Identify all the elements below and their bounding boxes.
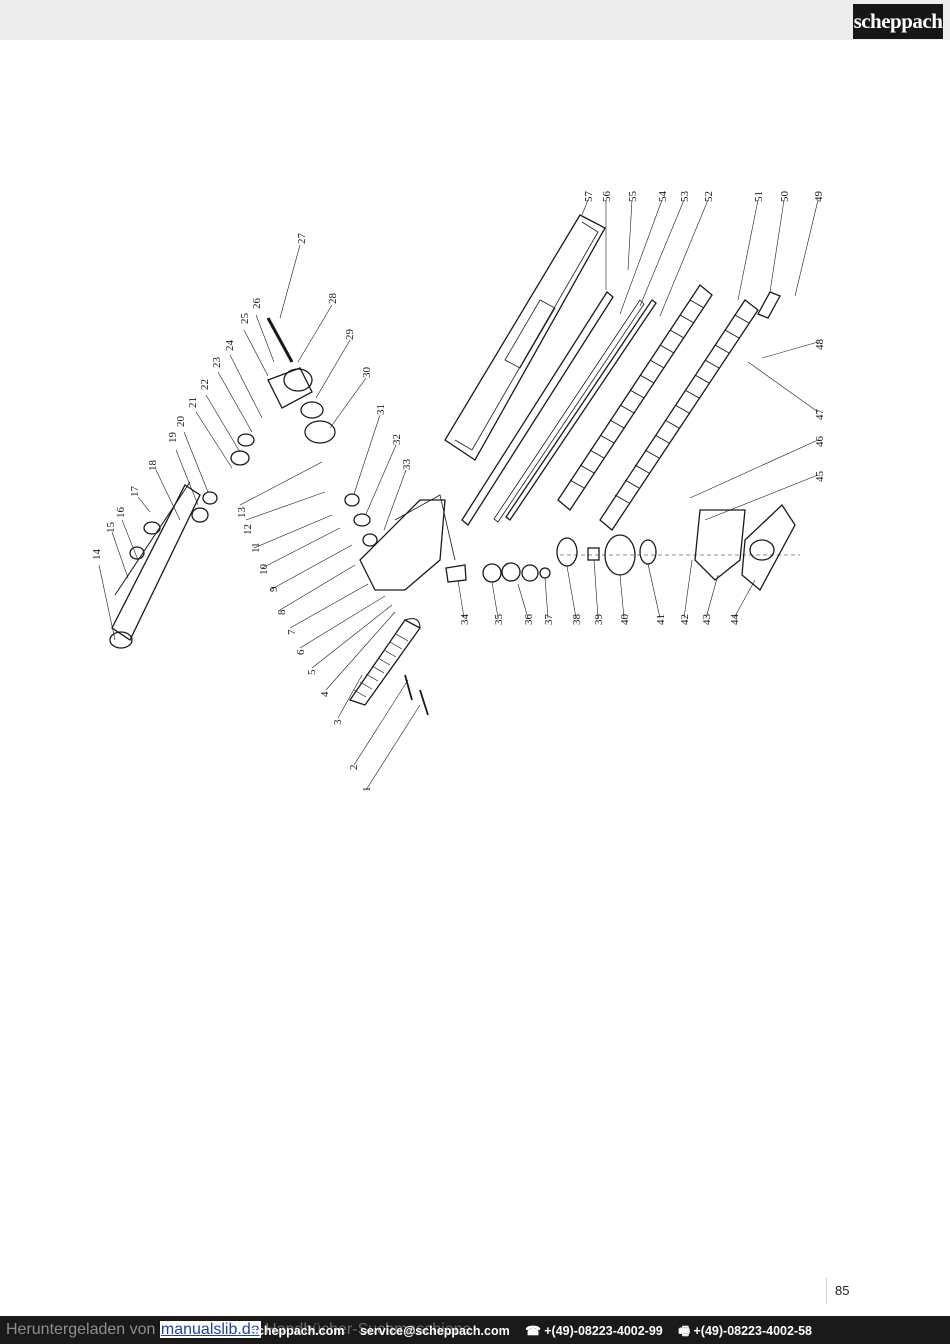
download-prefix: Heruntergeladen von bbox=[6, 1321, 156, 1338]
part-label: 24 bbox=[224, 340, 236, 352]
part-label: 29 bbox=[344, 329, 356, 341]
part-label: 15 bbox=[105, 522, 117, 534]
part-label: 44 bbox=[729, 614, 741, 626]
part-label: 36 bbox=[523, 614, 535, 626]
part-label: 31 bbox=[375, 404, 387, 415]
part-label: 19 bbox=[167, 432, 179, 444]
part-label: 49 bbox=[813, 191, 825, 203]
part-label: 17 bbox=[129, 486, 141, 498]
part-label: 34 bbox=[459, 614, 471, 626]
part-label: 25 bbox=[239, 313, 251, 325]
website-link[interactable]: scheppach.com bbox=[250, 1324, 345, 1338]
part-label: 28 bbox=[327, 293, 339, 305]
part-label: 6 bbox=[295, 649, 307, 655]
part-label: 20 bbox=[175, 416, 187, 428]
part-label: 45 bbox=[814, 471, 826, 483]
part-label: 33 bbox=[401, 459, 413, 471]
header-bar bbox=[0, 0, 950, 40]
part-label: 32 bbox=[391, 434, 403, 445]
footer-bar: Heruntergeladen von manualslib.de Handbü… bbox=[0, 1316, 950, 1344]
part-label: 53 bbox=[679, 191, 691, 203]
brand-logo: scheppach bbox=[853, 4, 943, 39]
part-label: 47 bbox=[814, 409, 826, 421]
part-label: 9 bbox=[268, 586, 280, 592]
part-label: 18 bbox=[147, 460, 159, 472]
part-label: 14 bbox=[91, 549, 103, 561]
part-label: 16 bbox=[115, 507, 127, 519]
part-label: 46 bbox=[814, 436, 826, 448]
part-label: 12 bbox=[242, 524, 254, 535]
part-label: 57 bbox=[583, 191, 595, 203]
part-label: 51 bbox=[753, 191, 765, 202]
part-label: 21 bbox=[187, 397, 199, 408]
part-label: 39 bbox=[593, 614, 605, 626]
part-label: 13 bbox=[236, 507, 248, 519]
page-number-divider bbox=[826, 1278, 827, 1304]
part-label: 55 bbox=[627, 191, 639, 203]
download-suffix: Handbücher-Suchmaschiene bbox=[265, 1321, 472, 1338]
part-label: 7 bbox=[286, 629, 298, 635]
part-label: 42 bbox=[679, 614, 691, 625]
blade-cover bbox=[444, 214, 606, 461]
part-label: 52 bbox=[703, 191, 715, 202]
phone-number: ☎ +(49)-08223-4002-99 bbox=[525, 1324, 663, 1338]
part-label: 48 bbox=[814, 339, 826, 351]
part-label: 27 bbox=[296, 233, 308, 245]
part-label: 38 bbox=[571, 614, 583, 626]
part-label: 8 bbox=[276, 609, 288, 615]
part-label: 10 bbox=[258, 564, 270, 576]
part-label: 56 bbox=[601, 191, 613, 203]
part-label: 4 bbox=[319, 691, 331, 697]
fax-number: 🖷 +(49)-08223-4002-58 bbox=[678, 1324, 812, 1338]
part-label: 5 bbox=[306, 669, 318, 675]
part-label: 43 bbox=[701, 614, 713, 626]
part-label: 30 bbox=[361, 367, 373, 379]
part-label: 2 bbox=[348, 765, 360, 771]
part-label: 41 bbox=[655, 614, 667, 625]
part-label: 37 bbox=[543, 614, 555, 626]
part-label: 3 bbox=[332, 719, 344, 725]
part-label: 35 bbox=[493, 614, 505, 626]
manualslib-link[interactable]: manualslib.de bbox=[159, 1321, 261, 1338]
download-notice: Heruntergeladen von manualslib.de Handbü… bbox=[6, 1321, 471, 1339]
part-label: 54 bbox=[657, 191, 669, 203]
part-label: 1 bbox=[361, 787, 373, 793]
part-label: 50 bbox=[779, 191, 791, 203]
part-label: 11 bbox=[250, 542, 262, 553]
part-label: 40 bbox=[619, 614, 631, 626]
email-link[interactable]: service@scheppach.com bbox=[359, 1324, 510, 1338]
page-number: 85 bbox=[835, 1283, 850, 1298]
part-label: 22 bbox=[199, 379, 211, 390]
part-label: 26 bbox=[251, 298, 263, 310]
contact-info: scheppach.com service@scheppach.com ☎ +(… bbox=[250, 1322, 824, 1343]
part-label: 23 bbox=[211, 357, 223, 369]
